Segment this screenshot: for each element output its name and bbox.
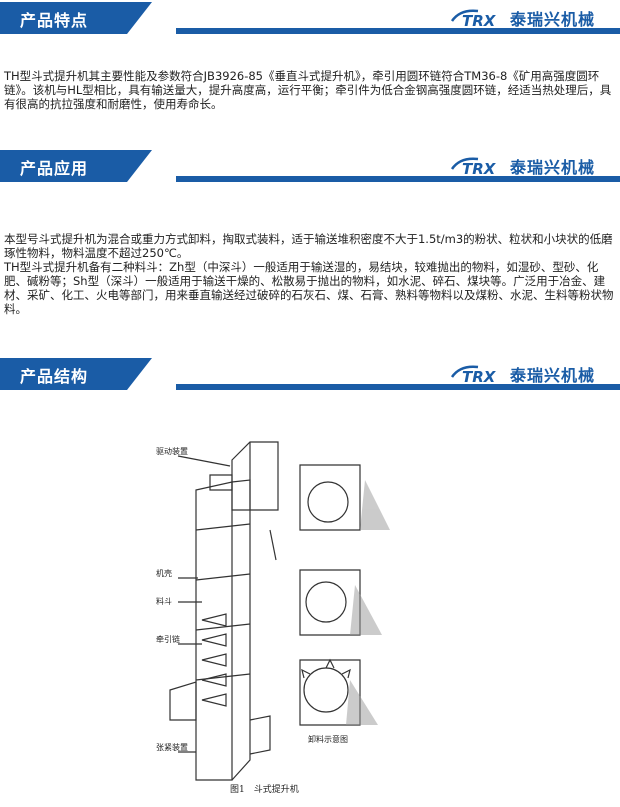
trx-logo-icon: TRX bbox=[448, 363, 506, 386]
brand-name: 泰瑞兴机械 bbox=[510, 158, 596, 177]
brand-logo: TRX 泰瑞兴机械 bbox=[448, 6, 595, 30]
brand-logo: TRX 泰瑞兴机械 bbox=[448, 362, 595, 386]
label-drive: 驱动装置 bbox=[156, 446, 188, 456]
label-casing: 机壳 bbox=[156, 568, 172, 578]
figure-caption: 图1 斗式提升机 bbox=[230, 783, 299, 795]
section-title: 产品结构 bbox=[20, 367, 89, 386]
trx-logo-icon: TRX bbox=[448, 7, 506, 30]
application-paragraph-2: TH型斗式提升机备有二种料斗：Zh型（中深斗）一般适用于输送湿的，易结块，较难抛… bbox=[4, 260, 614, 316]
features-text-block: TH型斗式提升机其主要性能及参数符合JB3926-85《垂直斗式提升机》，牵引用… bbox=[4, 69, 616, 111]
label-tension: 张紧装置 bbox=[156, 742, 188, 752]
label-chain: 牵引链 bbox=[156, 634, 180, 644]
brand-name: 泰瑞兴机械 bbox=[510, 366, 596, 385]
brand-name: 泰瑞兴机械 bbox=[510, 10, 596, 29]
section-title: 产品应用 bbox=[20, 159, 89, 178]
logo-text: TRX bbox=[462, 12, 497, 29]
logo-text: TRX bbox=[462, 368, 497, 385]
elevator-diagram: 驱动装置 机壳 料斗 牵引链 张紧装置 卸料示意图 图1 斗式提升机 bbox=[156, 441, 390, 795]
bucket-elevator-figure: 驱动装置 机壳 料斗 牵引链 张紧装置 卸料示意图 图1 斗式提升机 bbox=[150, 420, 470, 798]
brand-logo: TRX 泰瑞兴机械 bbox=[448, 154, 595, 178]
label-bucket: 料斗 bbox=[156, 596, 172, 606]
trx-logo-icon: TRX bbox=[448, 155, 506, 178]
section-title: 产品特点 bbox=[20, 11, 89, 30]
section-banner-features: 产品特点 TRX 泰瑞兴机械 bbox=[0, 2, 620, 34]
section-banner-structure: 产品结构 TRX 泰瑞兴机械 bbox=[0, 358, 620, 390]
section-banner-application: 产品应用 TRX 泰瑞兴机械 bbox=[0, 150, 620, 182]
label-discharge: 卸料示意图 bbox=[308, 734, 348, 744]
logo-text: TRX bbox=[462, 160, 497, 177]
application-text-block: 本型号斗式提升机为混合或重力方式卸料，掏取式装料，适于输送堆积密度不大于1.5t… bbox=[4, 232, 616, 316]
application-paragraph-1: 本型号斗式提升机为混合或重力方式卸料，掏取式装料，适于输送堆积密度不大于1.5t… bbox=[4, 232, 613, 260]
features-paragraph: TH型斗式提升机其主要性能及参数符合JB3926-85《垂直斗式提升机》，牵引用… bbox=[4, 69, 612, 111]
